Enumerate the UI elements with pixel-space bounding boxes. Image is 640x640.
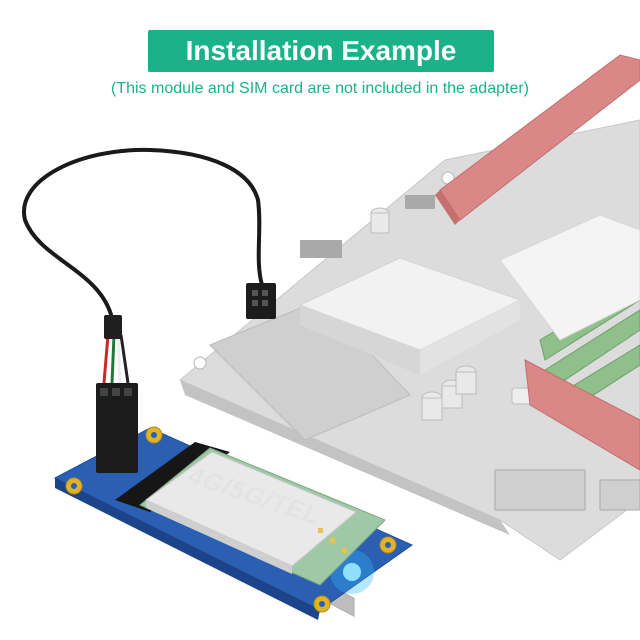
pin-headers [300, 195, 640, 511]
chipset-heatsink [298, 257, 522, 375]
header-wires [102, 334, 130, 384]
title-badge: Installation Example [148, 30, 494, 72]
capacitors [370, 207, 477, 421]
usb-cable [21, 147, 264, 320]
subtitle: (This module and SIM card are not includ… [110, 80, 529, 97]
wireless-module [139, 447, 386, 586]
page-title: Installation Example [185, 35, 457, 66]
pcie-slot [435, 54, 640, 225]
adapter-pin-header [96, 383, 138, 473]
board-header-plug [246, 283, 276, 319]
